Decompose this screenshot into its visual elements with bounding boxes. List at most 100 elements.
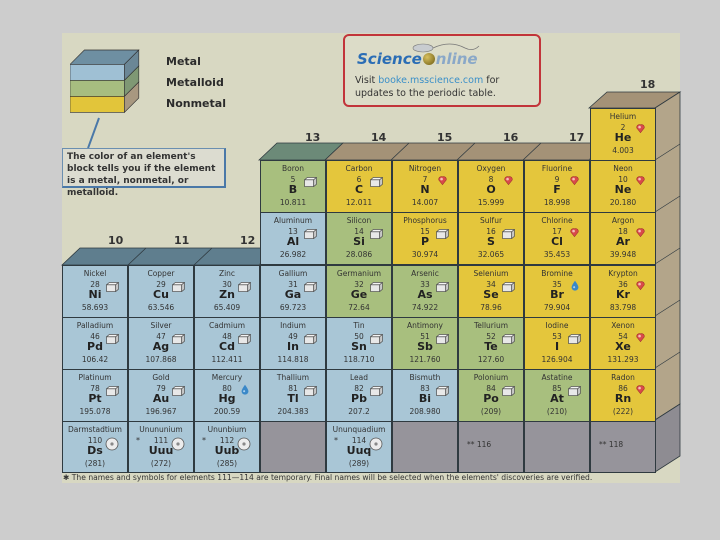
element-name: Fluorine [541,164,573,173]
element-name: Bromine [541,269,573,278]
element-name: Copper [147,269,175,278]
solid-block-icon [370,334,383,344]
element-cell-empty[interactable]: ** 118 [590,421,656,473]
element-cell-empty[interactable] [260,421,326,473]
atomic-mass: 204.383 [277,407,309,416]
element-symbol: Ne [614,183,632,196]
element-symbol: At [550,392,564,405]
atomic-number: 14 [354,227,364,236]
atomic-number: 52 [486,332,496,341]
atomic-mass: 83.798 [609,303,637,312]
element-symbol: Ar [616,235,630,248]
atomic-mass: 4.003 [612,146,634,155]
science-online-text: Visit booke.msscience.com for updates to… [355,74,499,100]
element-name: Silicon [346,216,372,225]
synthetic-disc-icon [105,437,119,451]
atomic-number: 81 [288,384,298,393]
atomic-number: 9 [554,175,560,184]
element-symbol: Rn [614,392,632,405]
solid-block-icon [502,334,515,344]
element-symbol: F [553,183,561,196]
element-cell-empty[interactable] [524,421,590,473]
element-symbol: I [554,340,560,353]
atomic-number: 29 [156,280,166,289]
atomic-number: 34 [486,280,496,289]
element-name: Astatine [541,373,573,382]
atomic-mass: 112.411 [211,355,243,364]
legend-cube [70,49,140,114]
atomic-mass: 35.453 [543,250,571,259]
solid-block-icon [106,386,119,396]
top-face-g14-17 [323,142,606,161]
atomic-mass: 195.078 [79,407,111,416]
element-name: Arsenic [411,269,439,278]
element-cell-empty[interactable] [392,421,458,473]
element-symbol: Zn [219,288,235,301]
atomic-mass: 208.980 [409,407,441,416]
atomic-number: 79 [156,384,166,393]
gas-balloon-icon [438,176,447,186]
element-name: Ununquadium [332,425,386,434]
element-name: Tin [353,321,365,330]
atomic-mass: 65.409 [213,303,241,312]
element-symbol: Sb [417,340,433,353]
gas-balloon-icon [504,176,513,186]
synthetic-disc-icon [237,437,251,451]
element-cell-empty[interactable]: ** 116 [458,421,524,473]
element-symbol: Pd [87,340,103,353]
science-online-link[interactable]: booke.msscience.com [378,75,484,86]
element-name: Nickel [83,269,107,278]
legend-callout: The color of an element's block tells yo… [62,148,226,198]
gas-balloon-icon [636,124,645,134]
gas-balloon-icon [570,176,579,186]
atomic-number: 46 [90,332,100,341]
element-name: Oxygen [476,164,506,173]
